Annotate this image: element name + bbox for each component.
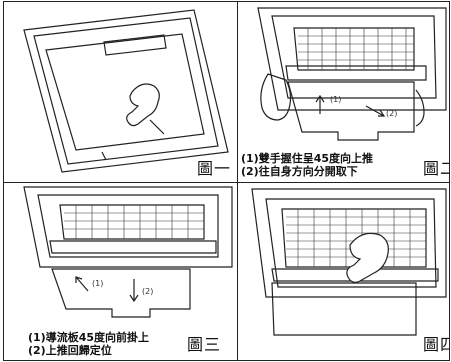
step-1: (1)導流板45度向前掛上 [28,331,150,344]
arrow-2-label: (2) [142,287,154,296]
arrow-2-label: (2) [386,109,398,118]
figure-label: 圖三 [184,335,223,354]
arrow-1-label: (1) [92,279,104,288]
wipe-filter-illustration [251,188,447,336]
install-panel-illustration [23,186,233,318]
figure-2-panel: (1) (2) (1)雙手握住呈45度向上推 (2)往自身方向分開取下 圖二 [237,1,450,183]
wipe-frame-illustration [23,9,229,173]
step-2: (2)上推回歸定位 [28,343,112,357]
figure-3-steps: (1)導流板45度向前掛上 (2)上推回歸定位 [28,331,150,357]
figure-3-panel: (1) (2) (1)導流板45度向前掛上 (2)上推回歸定位 圖三 [3,182,238,361]
figure-1-panel: 圖一 [3,1,238,183]
figure-label: 圖二 [420,160,449,178]
figure-4-panel: 圖四 [237,182,450,361]
remove-panel-illustration [257,7,447,141]
step-2: (2)往自身方向分開取下 [241,164,358,178]
figure-2-steps: (1)雙手握住呈45度向上推 (2)往自身方向分開取下 [241,152,374,178]
figure-label: 圖四 [420,336,449,354]
arrow-1-label: (1) [330,95,342,104]
step-1: (1)雙手握住呈45度向上推 [241,152,374,165]
figure-label: 圖一 [194,159,233,178]
